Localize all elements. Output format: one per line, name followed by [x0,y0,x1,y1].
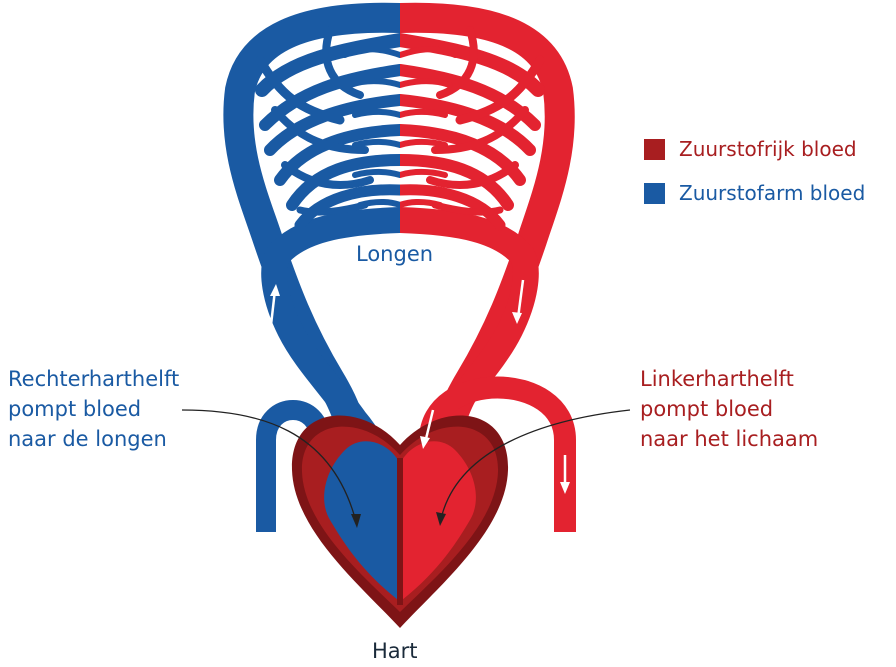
legend: Zuurstofrijk bloed Zuurstofarm bloed [644,127,865,215]
heart-label-text: Hart [372,639,418,663]
heart [292,415,508,628]
legend-label: Zuurstofrijk bloed [679,137,857,161]
lungs-label: Longen [356,239,433,269]
right-half-line: naar de longen [8,424,179,454]
legend-label: Zuurstofarm bloed [679,181,865,205]
left-half-line: pompt bloed [640,394,818,424]
right-half-line: Rechterharthelft [8,364,179,394]
legend-item-oxygen-rich: Zuurstofrijk bloed [644,127,865,171]
left-half-label: Linkerharthelft pompt bloed naar het lic… [640,364,818,454]
heart-label: Hart [372,636,418,666]
left-half-line: naar het lichaam [640,424,818,454]
right-half-label: Rechterharthelft pompt bloed naar de lon… [8,364,179,454]
legend-swatch [644,139,665,160]
legend-item-oxygen-poor: Zuurstofarm bloed [644,171,865,215]
legend-swatch [644,183,665,204]
lungs-label-text: Longen [356,242,433,266]
left-half-line: Linkerharthelft [640,364,818,394]
right-half-line: pompt bloed [8,394,179,424]
